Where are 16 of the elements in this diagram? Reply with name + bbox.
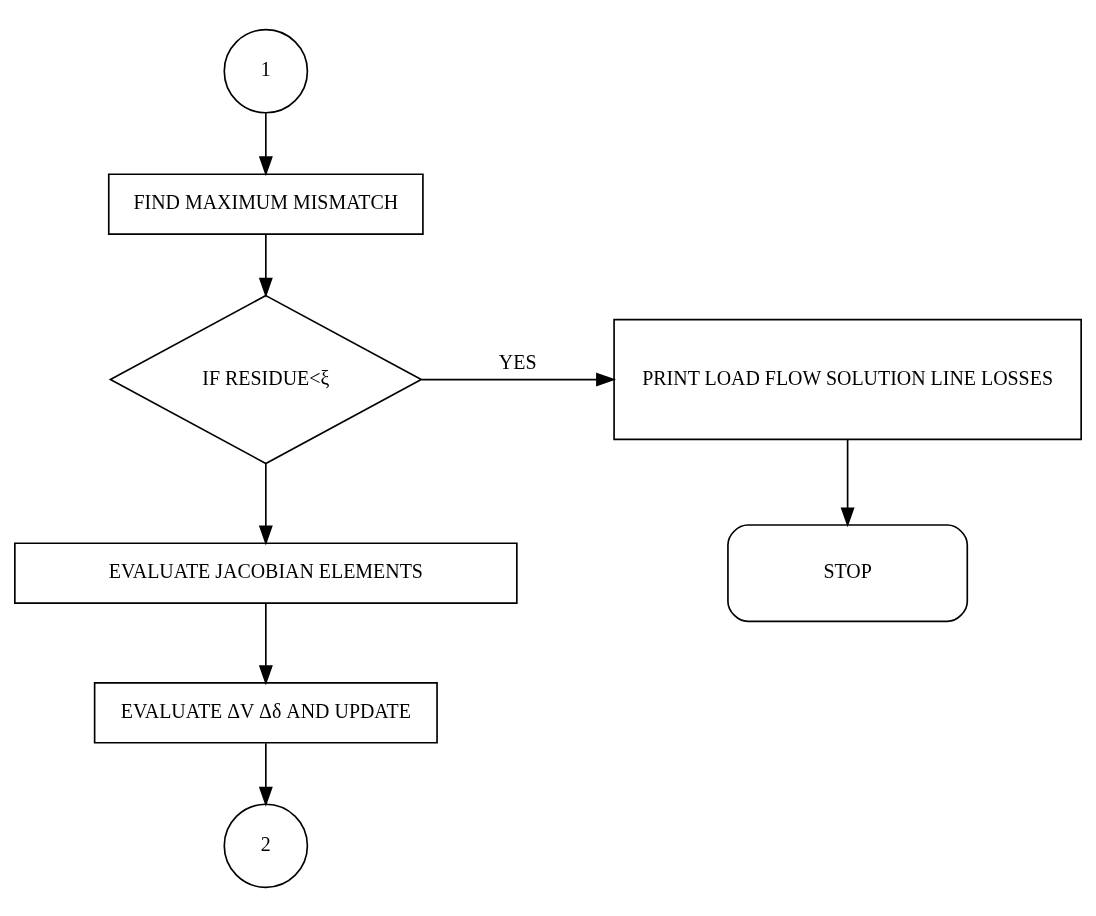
node-box: EVALUATE JACOBIAN ELEMENTS <box>14 541 518 604</box>
arrow <box>420 372 617 387</box>
node-box: FIND MAXIMUM MISMATCH <box>107 172 424 235</box>
arrow <box>258 602 273 685</box>
arrow <box>258 741 273 807</box>
arrow <box>258 232 273 298</box>
edge-label: YES <box>498 350 537 373</box>
node-box: STOP <box>727 523 969 622</box>
node-box: EVALUATE ΔV Δδ AND UPDATE <box>93 681 438 744</box>
node-circle: 2 <box>223 802 309 888</box>
node-box: PRINT LOAD FLOW SOLUTION LINE LOSSES <box>613 318 1082 440</box>
node-circle: 1 <box>223 28 309 114</box>
arrow <box>840 438 855 527</box>
arrow <box>258 462 273 545</box>
node-diamond: IF RESIDUE<ξ <box>108 294 423 464</box>
arrow <box>258 111 273 176</box>
